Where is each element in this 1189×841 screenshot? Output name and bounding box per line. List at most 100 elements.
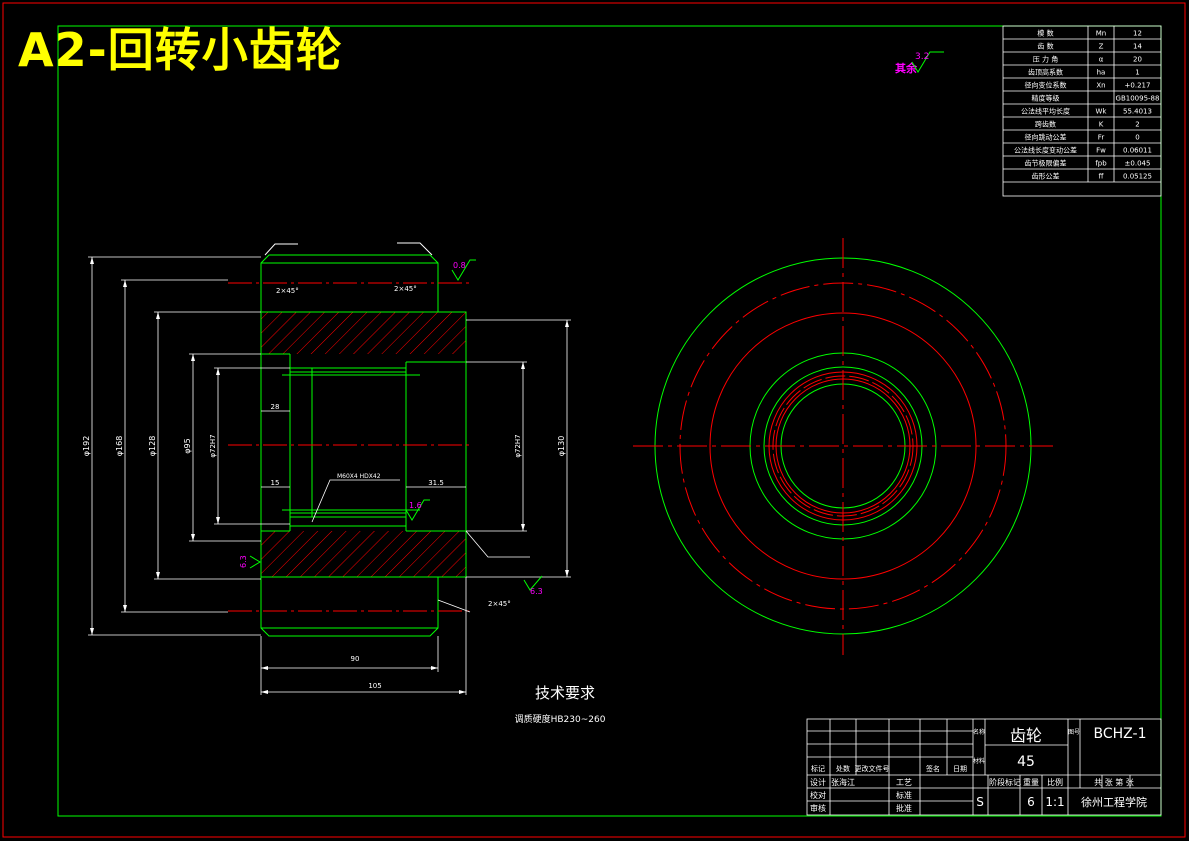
end-view — [633, 238, 1053, 655]
param-symbol: fpb — [1095, 160, 1107, 168]
svg-text:0.8: 0.8 — [453, 261, 466, 270]
tb-row-label: 更改文件号 — [855, 764, 890, 773]
chamfer-top-right: 2×45° — [394, 285, 417, 293]
tech-heading: 技术要求 — [535, 684, 595, 702]
param-value: 0.05125 — [1123, 173, 1152, 181]
tb-scale: 1:1 — [1045, 795, 1064, 809]
tb-weight: 6 — [1027, 795, 1035, 809]
param-symbol: ff — [1099, 173, 1104, 181]
tb-row-label: 日期 — [953, 765, 967, 773]
tb-drawing-no: BCHZ-1 — [1094, 726, 1147, 742]
svg-text:6.3: 6.3 — [239, 555, 248, 568]
tb-stage: S — [976, 795, 984, 809]
param-value: ±0.045 — [1125, 160, 1151, 168]
param-name: 精度等级 — [1032, 94, 1060, 103]
tech-line1: 调质硬度HB230~260 — [515, 713, 606, 725]
roughness-top: 0.8 — [451, 259, 476, 281]
tb-stage-label: 阶段标记 — [989, 777, 1021, 787]
tb-weight-label: 重量 — [1023, 777, 1039, 787]
dim-d72-right: φ72H7 — [514, 434, 522, 457]
thread-callout: M60X4 HDX42 — [337, 473, 381, 480]
tb-row-label: 标记 — [811, 764, 825, 773]
dim-90: 90 — [351, 655, 360, 663]
param-value: 20 — [1133, 56, 1142, 64]
tb-std-label: 标准 — [896, 790, 912, 800]
svg-text:1.6: 1.6 — [409, 501, 422, 510]
tb-part-name: 齿轮 — [1010, 726, 1042, 745]
tb-row-label: 签名 — [926, 764, 940, 773]
param-name: 模 数 — [1037, 29, 1053, 38]
param-value: 0.06011 — [1123, 147, 1152, 155]
drawing-title: A2-回转小齿轮 — [18, 23, 343, 77]
dim-105: 105 — [368, 682, 381, 690]
param-symbol: Fr — [1098, 134, 1105, 142]
param-name: 径向变位系数 — [1025, 81, 1067, 90]
param-value: +0.217 — [1125, 82, 1151, 90]
dim-d130: φ130 — [557, 436, 566, 457]
roughness-bottom: 6.3 — [523, 575, 543, 596]
svg-text:6.3: 6.3 — [530, 587, 543, 596]
param-symbol: Mn — [1096, 30, 1106, 38]
param-name: 齿节极限偏差 — [1025, 159, 1067, 168]
param-symbol: ha — [1097, 69, 1106, 77]
param-value: 2 — [1135, 121, 1139, 129]
param-symbol: Xn — [1096, 82, 1105, 90]
param-value: 1 — [1135, 69, 1139, 77]
tb-school: 徐州工程学院 — [1081, 795, 1147, 809]
tb-designer: 张海江 — [831, 777, 855, 787]
param-symbol: Wk — [1096, 108, 1108, 116]
tb-h-name: 名称 — [973, 728, 985, 736]
dim-d95: φ95 — [183, 438, 192, 453]
tb-check-label: 校对 — [810, 790, 826, 800]
tb-approve-label: 批准 — [896, 803, 912, 813]
title-block: 名称 材料 图号 齿轮 45 BCHZ-1 标记 处数更改文件号 签名 日期 设计 张… — [806, 718, 1162, 816]
tb-h-no: 图号 — [1068, 729, 1080, 736]
param-value: 55.4013 — [1123, 108, 1152, 116]
tb-craft: 工艺 — [896, 778, 912, 787]
param-symbol: α — [1099, 56, 1104, 64]
param-value: 14 — [1133, 43, 1142, 51]
param-name: 齿形公差 — [1032, 172, 1060, 181]
dim-31-5: 31.5 — [428, 479, 444, 487]
tb-sheets: 共 张 第 张 — [1094, 777, 1134, 787]
param-name: 公法线长度变动公差 — [1014, 146, 1077, 155]
roughness-mid: 1.6 — [405, 499, 430, 521]
chamfer-top-left: 2×45° — [276, 287, 299, 295]
roughness-other-label: 其余 — [895, 61, 918, 75]
hatch-upper — [261, 312, 466, 354]
param-symbol: Fw — [1096, 147, 1106, 155]
chamfer-bottom: 2×45° — [488, 600, 511, 608]
tb-row-label: 处数 — [836, 764, 850, 773]
section-view: φ192 φ168 φ128 φ95 φ72H7 φ72H7 φ130 28 1… — [82, 242, 571, 695]
param-name: 压 力 角 — [1033, 55, 1058, 64]
param-symbol: K — [1099, 121, 1104, 129]
param-value: 0 — [1135, 134, 1139, 142]
param-symbol: Z — [1099, 43, 1104, 51]
tb-scale-label: 比例 — [1047, 777, 1063, 787]
tb-h-material: 材料 — [973, 757, 985, 765]
tb-designer-label: 设计 — [810, 777, 826, 787]
dim-d72-left: φ72H7 — [209, 434, 217, 457]
roughness-other: 其余 3.2 — [895, 51, 944, 75]
roughness-other-value: 3.2 — [915, 52, 929, 62]
roughness-left: 6.3 — [239, 555, 261, 569]
param-name: 跨齿数 — [1035, 120, 1056, 129]
hatch-lower — [261, 531, 466, 577]
param-name: 齿 数 — [1037, 42, 1053, 51]
dim-d192: φ192 — [82, 436, 91, 457]
param-value: 12 — [1133, 30, 1142, 38]
dim-15: 15 — [271, 479, 280, 487]
dim-d128: φ128 — [148, 436, 157, 457]
inner-border — [57, 25, 1162, 817]
dim-28: 28 — [271, 403, 280, 411]
param-value: GB10095-88 — [1116, 95, 1160, 103]
param-name: 公法线平均长度 — [1021, 107, 1070, 116]
tb-audit-label: 审核 — [810, 803, 826, 813]
dim-d168: φ168 — [115, 436, 124, 457]
param-name: 齿顶高系数 — [1028, 68, 1063, 77]
tb-material: 45 — [1017, 754, 1035, 770]
param-name: 径向跳动公差 — [1025, 133, 1067, 142]
